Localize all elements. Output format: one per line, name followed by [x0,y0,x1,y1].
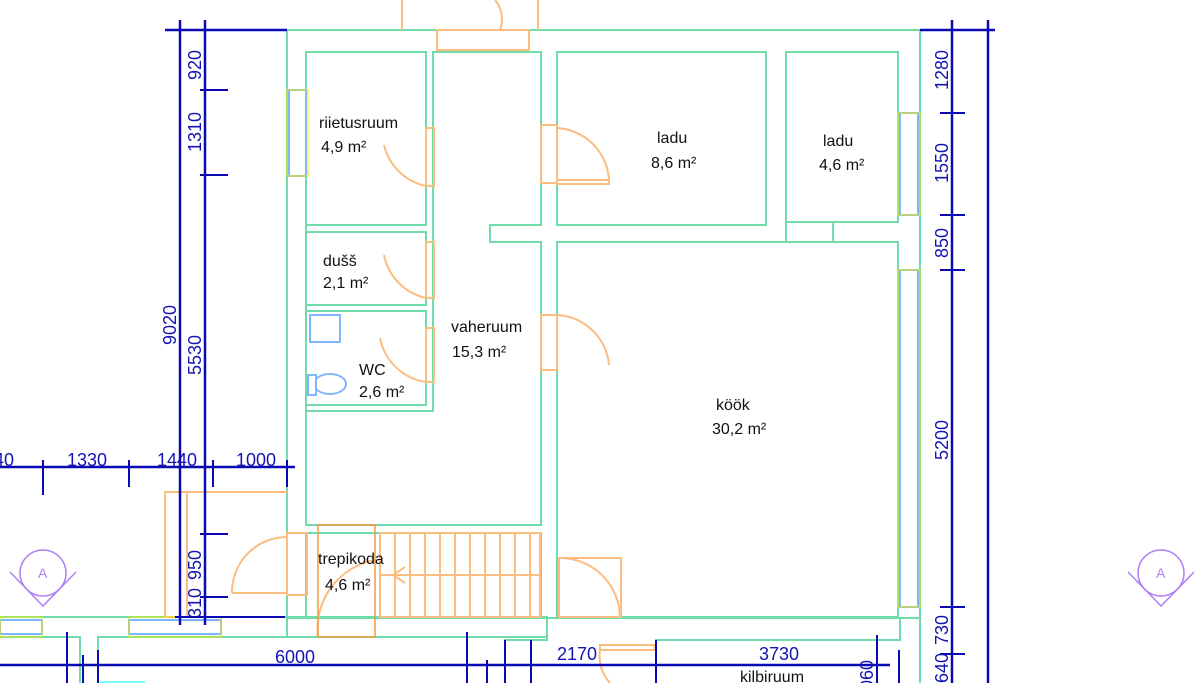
room-name-duss: dušš [323,253,357,270]
dimension-labels: 9020 920 1310 5530 950 310 1280 1550 850… [0,50,952,683]
room-area-ladu-1: 8,6 m² [651,155,697,172]
dim-mid-1: 1330 [67,450,107,470]
room-area-wc: 2,6 m² [359,384,405,401]
room-name-ladu-2: ladu [823,133,853,150]
room-area-riietusruum: 4,9 m² [321,139,367,156]
dim-left-4: 310 [185,588,205,618]
dim-right-3: 5200 [932,420,952,460]
dim-right-1: 1550 [932,143,952,183]
section-marker-left: A [9,549,77,608]
dim-right-0: 1280 [932,50,952,90]
room-name-wc: WC [359,362,386,379]
room-name-ladu-1: ladu [657,130,687,147]
dim-left-0: 920 [185,50,205,80]
dim-mid-0: 40 [0,450,14,470]
dim-left-outer: 9020 [160,305,180,345]
room-area-kook: 30,2 m² [712,421,767,438]
dim-bottom-1: 2170 [557,644,597,664]
room-name-kilbiruum: kilbiruum [740,669,804,683]
room-name-trepikoda: trepikoda [318,551,384,568]
room-area-duss: 2,1 m² [323,275,369,292]
dim-right-4: 730 [932,615,952,645]
doors [164,0,656,683]
dim-bottom-3: 060 [857,660,877,683]
stairs [317,524,541,638]
dim-left-3: 950 [185,550,205,580]
room-area-ladu-2: 4,6 m² [819,157,865,174]
windows [0,89,921,683]
dim-bottom-0: 6000 [275,647,315,667]
dim-right-2: 850 [932,228,952,258]
fixtures [307,314,347,396]
room-name-riietusruum: riietusruum [319,115,398,132]
section-marker-label: A [1156,565,1166,581]
toilet-icon [313,373,347,395]
sink-icon [309,314,341,343]
room-area-trepikoda: 4,6 m² [325,577,371,594]
dim-left-1: 1310 [185,112,205,152]
room-labels: riietusruum 4,9 m² dušš 2,1 m² WC 2,6 m²… [318,115,865,683]
dim-mid-3: 1000 [236,450,276,470]
dim-bottom-2: 3730 [759,644,799,664]
dim-right-5: 640 [932,653,952,683]
room-area-vaheruum: 15,3 m² [452,344,507,361]
section-marker-label: A [38,565,48,581]
section-marker-right: A [1127,549,1194,608]
dim-mid-2: 1440 [157,450,197,470]
room-name-kook: köök [716,397,751,414]
dim-left-2: 5530 [185,335,205,375]
dimension-lines [0,20,995,683]
room-name-vaheruum: vaheruum [451,319,522,336]
